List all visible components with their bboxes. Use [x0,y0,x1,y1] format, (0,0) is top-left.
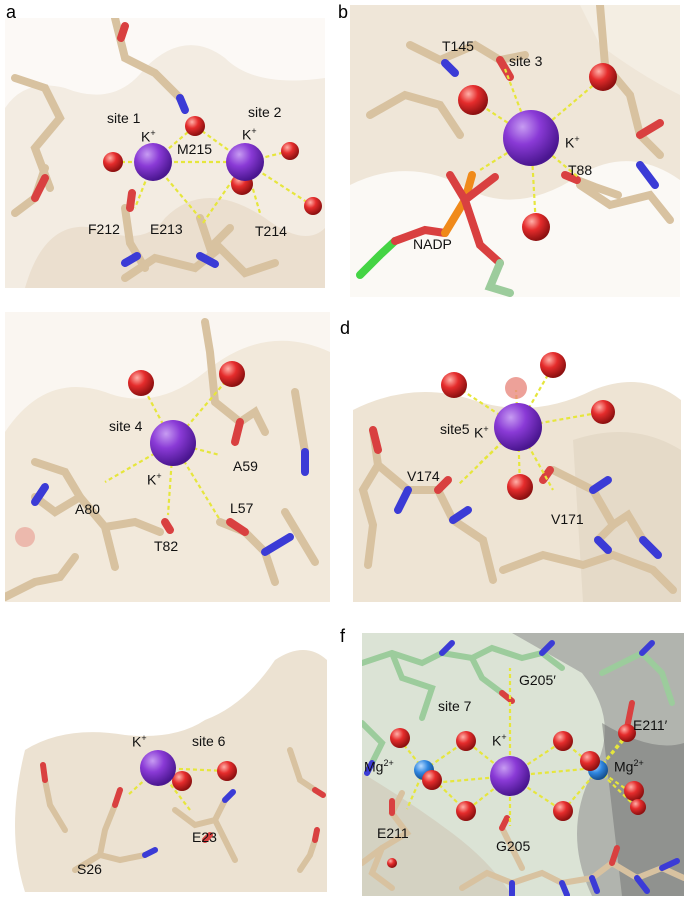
panel-d: site5 K+ V174 V171 [353,340,681,602]
water-molecule [304,197,322,215]
potassium-ion-site-6 [140,750,176,786]
label-nadp: NADP [413,236,452,252]
water-molecule [553,801,573,821]
label-mg-right: Mg2+ [614,758,644,775]
label-t145: T145 [442,38,474,54]
label-l57: L57 [230,500,254,516]
label-site-5: site5 [440,421,470,437]
label-g205-prime: G205′ [519,672,556,688]
label-site-7: site 7 [438,698,472,714]
potassium-ion-site-1 [134,143,172,181]
label-site-1: site 1 [107,110,141,126]
label-m215: M215 [177,141,213,157]
water-molecule [553,731,573,751]
label-e211-prime: E211′ [633,717,668,733]
panel-a-structure [5,18,325,288]
water-molecule [589,63,617,91]
label-t88: T88 [568,162,593,178]
water-molecule [456,801,476,821]
label-k-ion: K+ [132,733,147,750]
panel-f: G205′ site 7 K+ Mg2+ Mg2+ E211′ E211 G20… [362,633,684,896]
panel-d-letter: d [340,318,351,338]
water-molecule [630,799,646,815]
potassium-ion-site-4 [150,420,196,466]
potassium-ion-site-2 [226,143,264,181]
label-a59: A59 [233,458,258,474]
label-site-3: site 3 [509,53,543,69]
panel-b-structure [350,5,680,297]
label-site-4: site 4 [109,418,143,434]
label-s26: S26 [77,861,102,877]
label-k-ion: K+ [474,424,489,441]
label-e23: E23 [192,829,217,845]
label-mg-left: Mg2+ [364,758,394,775]
label-g205: G205 [496,838,531,854]
panel-c-structure [5,312,330,602]
label-v171: V171 [551,511,584,527]
water-molecule [128,370,154,396]
label-k-ion: K+ [147,471,162,488]
label-e211: E211 [377,825,409,841]
water-molecule [507,474,533,500]
panel-b: T145 site 3 K+ T88 NADP [350,5,680,297]
label-k-ion-1: K+ [141,128,156,145]
panel-d-structure [353,340,681,602]
label-site-6: site 6 [192,733,226,749]
water-molecule [540,352,566,378]
water-molecule [172,771,192,791]
water-molecule [441,372,467,398]
water-molecule [422,770,442,790]
label-k-ion-2: K+ [242,126,257,143]
panel-e-structure [5,630,327,892]
water-molecule [390,728,410,748]
panel-b-letter: b [338,2,349,22]
label-site-2: site 2 [248,104,282,120]
water-molecule [456,731,476,751]
water-molecule [591,400,615,424]
label-k-ion: K+ [492,732,507,749]
water-molecule [185,116,205,136]
water-molecule [580,751,600,771]
water-molecule [522,213,550,241]
panel-f-letter: f [340,626,346,646]
label-e213: E213 [150,221,183,237]
label-t214: T214 [255,223,287,239]
panel-f-structure [362,633,684,896]
label-a80: A80 [75,501,100,517]
water-molecule [103,152,123,172]
panel-a: site 1 site 2 K+ K+ M215 F212 E213 T214 [5,18,325,288]
label-v174: V174 [407,468,440,484]
water-molecule [387,858,397,868]
water-molecule [217,761,237,781]
label-t82: T82 [154,538,179,554]
label-k-ion: K+ [565,134,580,151]
water-molecule [458,85,488,115]
water-molecule [219,361,245,387]
potassium-ion-site-5 [494,403,542,451]
water-molecule [281,142,299,160]
potassium-ion-site-7 [490,756,530,796]
panel-c: site 4 K+ A59 A80 L57 T82 [5,312,330,602]
panel-a-letter: a [6,2,17,22]
potassium-ion-site-3 [503,110,559,166]
label-f212: F212 [88,221,120,237]
water-molecule [618,724,636,742]
panel-e: site 6 K+ E23 S26 [5,630,327,892]
water-molecule [624,781,644,801]
